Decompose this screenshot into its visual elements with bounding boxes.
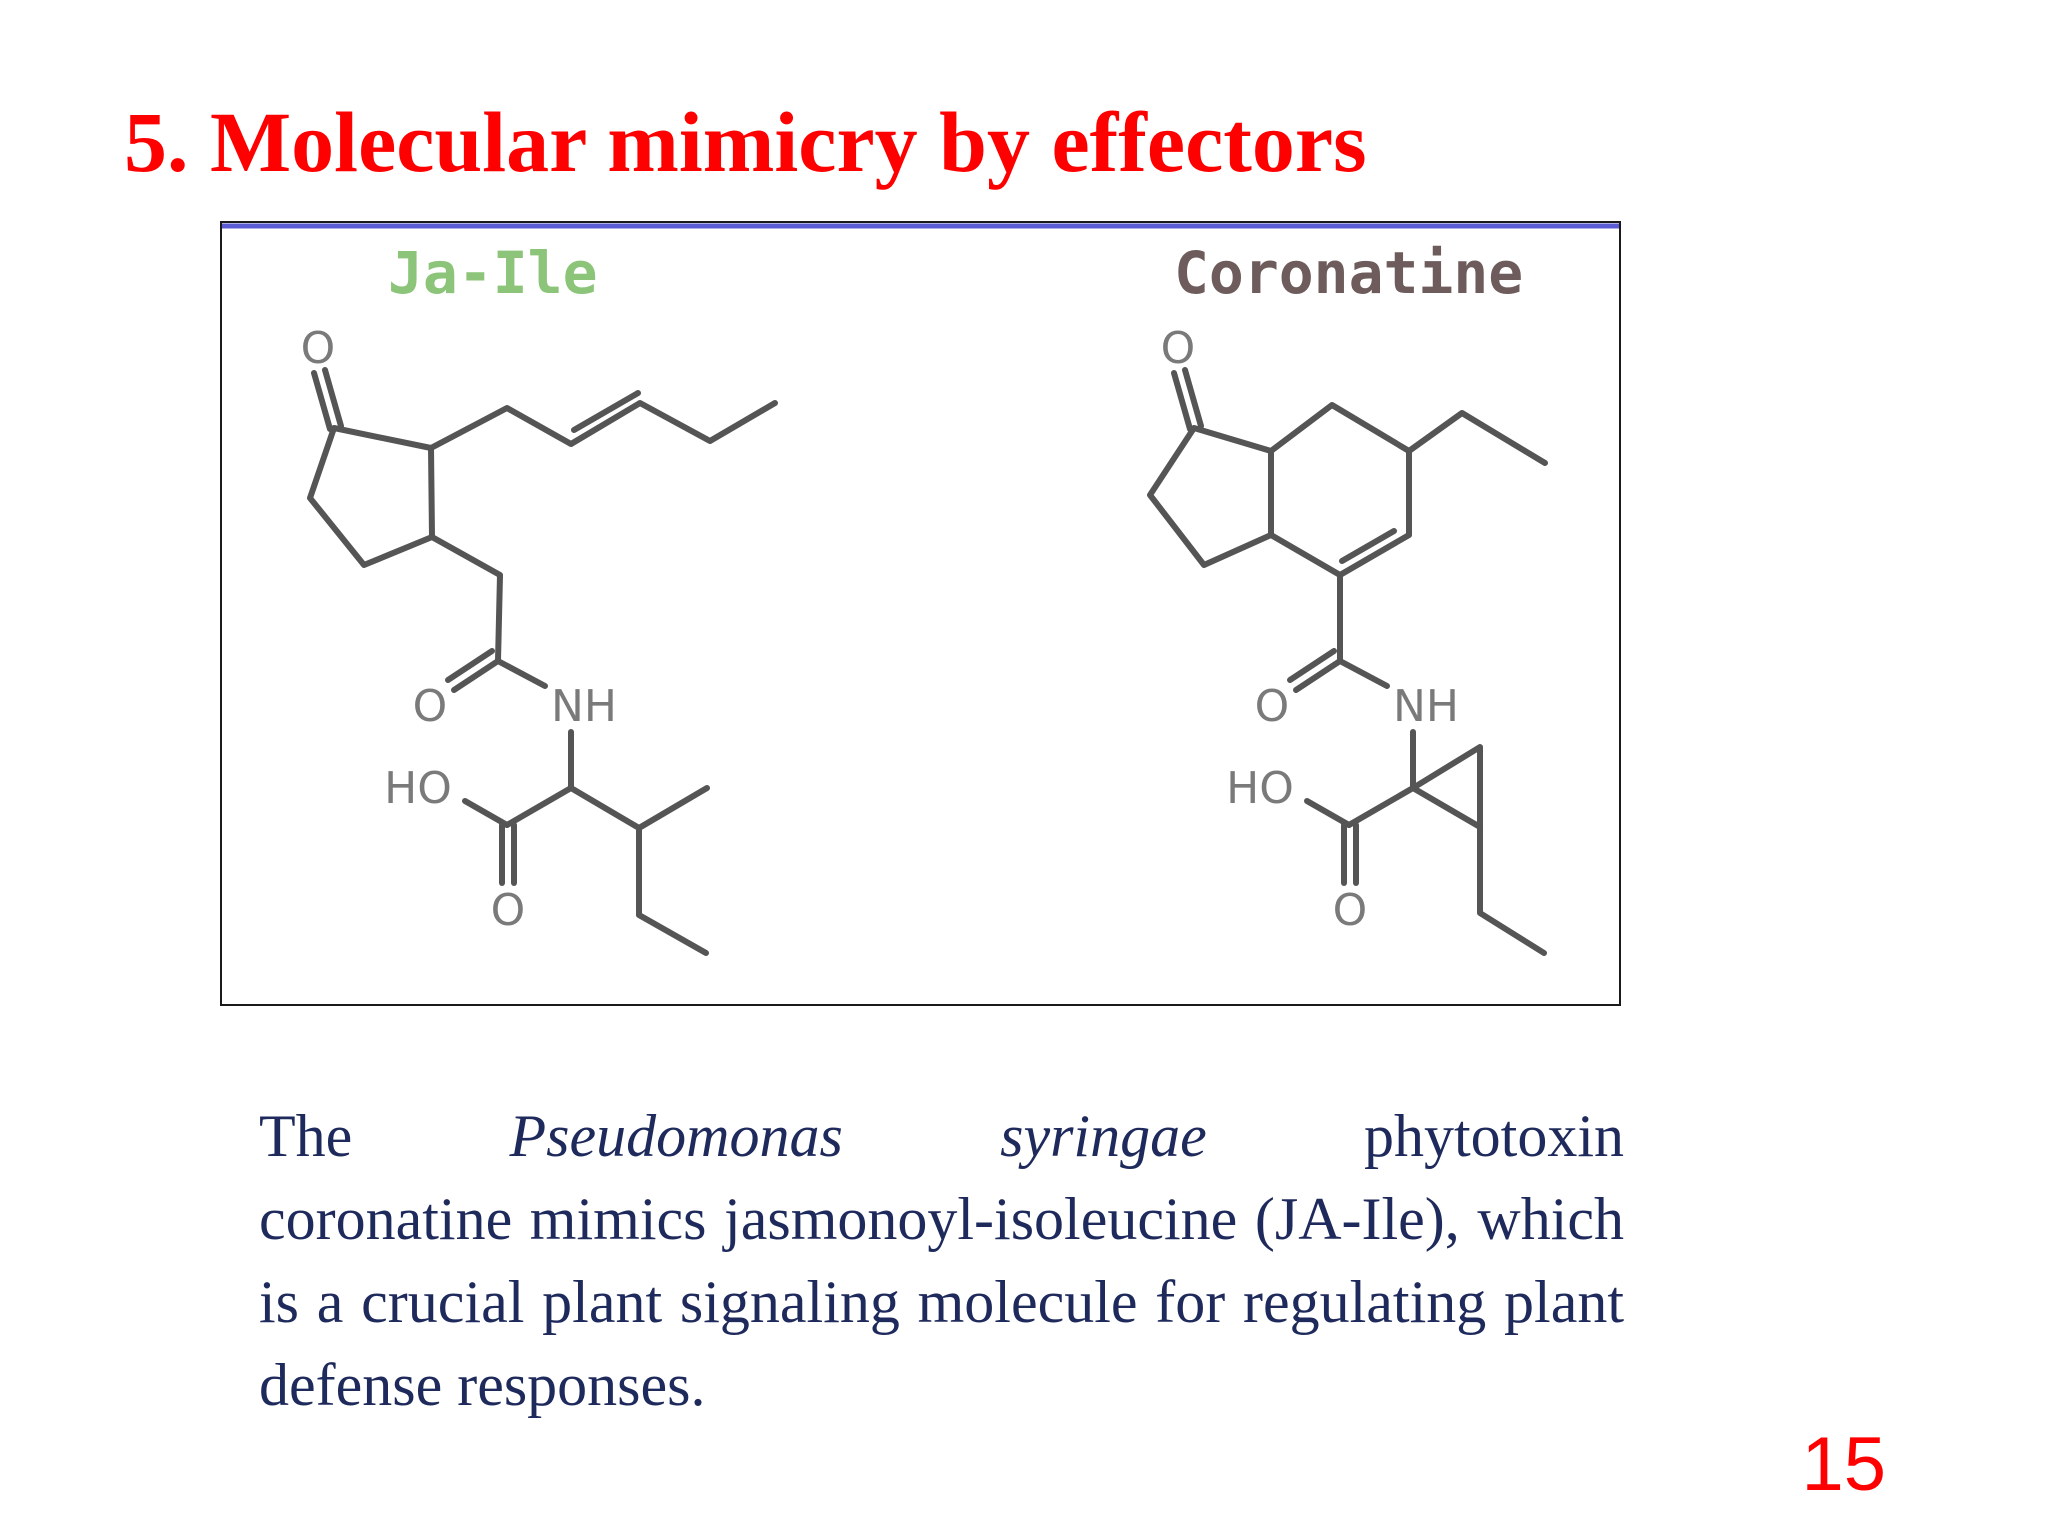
ja-ile-amide-o: O (413, 681, 448, 732)
coronatine-structure: O O NH HO (1147, 323, 1548, 956)
ja-ile-ho: HO (384, 763, 452, 814)
molecule-figure: Ja-Ile O O NH HO (220, 221, 1621, 1006)
coronatine-nh: NH (1393, 681, 1459, 732)
coronatine-ho: HO (1226, 763, 1294, 814)
caption-first-line: The Pseudomonas syringae phytotoxin (259, 1095, 1624, 1178)
ja-ile-nh: NH (551, 681, 617, 732)
ja-ile-structure: O O NH HO O (301, 323, 778, 956)
caption-genus: Pseudomonas (509, 1103, 843, 1169)
ja-ile-acid-o: O (491, 885, 526, 936)
coronatine-amide-o: O (1255, 681, 1290, 732)
molecule-structures: Ja-Ile O O NH HO (222, 223, 1619, 956)
coronatine-ketone-o: O (1161, 323, 1196, 374)
caption-paragraph: The Pseudomonas syringae phytotoxin coro… (259, 1095, 1624, 1427)
ja-ile-label: Ja-Ile (388, 239, 598, 307)
caption-word-the: The (259, 1103, 353, 1169)
ja-ile-ketone-o: O (301, 323, 336, 374)
page-number: 15 (1801, 1422, 1886, 1507)
coronatine-label: Coronatine (1174, 239, 1523, 307)
caption-rest: coronatine mimics jasmonoyl-isoleucine (… (259, 1186, 1624, 1418)
coronatine-acid-o: O (1333, 885, 1368, 936)
caption-species: syringae (1000, 1103, 1207, 1169)
caption-word-phytotoxin: phytotoxin (1363, 1103, 1624, 1169)
slide-title: 5. Molecular mimicry by effectors (124, 94, 1367, 190)
